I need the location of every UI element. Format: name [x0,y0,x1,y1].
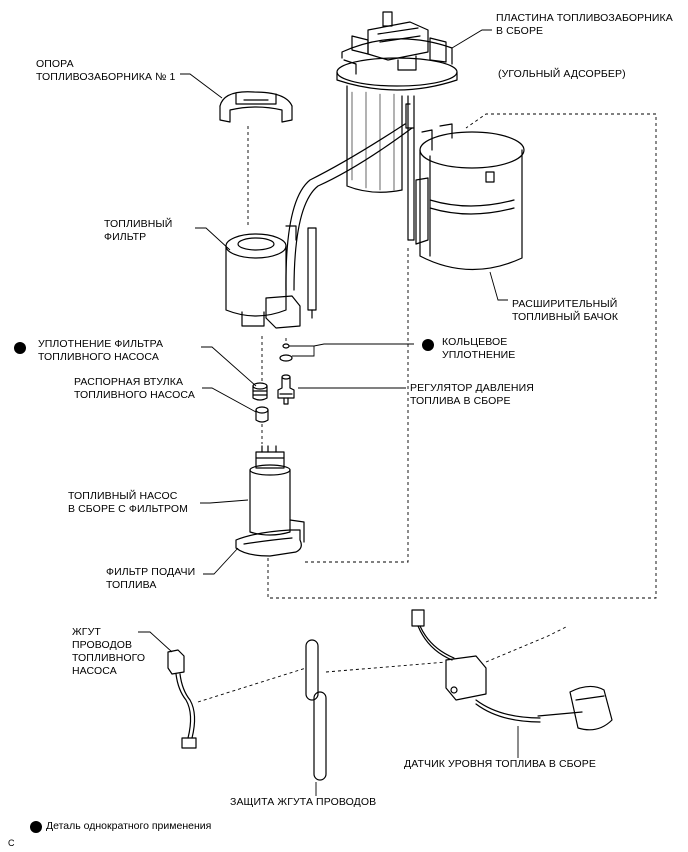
fuel-pump-support-no1 [219,91,293,123]
fuel-filter [225,225,317,329]
filter-seal-part [252,382,268,401]
label-pump-assembly: ТОПЛИВНЫЙ НАСОС В СБОРЕ С ФИЛЬТРОМ [68,490,189,515]
dashed-harness-line [197,667,307,703]
legend-text: Деталь однократного применения [46,820,212,832]
pump-spacer-part [255,406,269,423]
single-use-marker [422,339,434,351]
corner-mark: C [8,838,15,848]
dashed-harness-line-2 [325,661,447,673]
dashed-frame-line [267,113,657,599]
label-pump-plate: ПЛАСТИНА ТОПЛИВОЗАБОРНИКА В СБОРЕ [496,12,673,37]
fuel-sub-tank [415,123,525,271]
regulator-part [277,374,295,405]
label-support-no1: ОПОРА ТОПЛИВОЗАБОРНИКА № 1 [36,58,176,83]
level-sender-part [411,609,613,731]
o-ring-part [279,343,293,362]
label-fuel-filter: ТОПЛИВНЫЙ ФИЛЬТР [104,218,173,243]
label-o-ring: КОЛЬЦЕВОЕ УПЛОТНЕНИЕ [442,336,516,361]
suction-filter-part [235,519,305,557]
label-filter-seal: УПЛОТНЕНИЕ ФИЛЬТРА ТОПЛИВНОГО НАСОСА [38,338,164,363]
dashed-tank-line [302,248,409,563]
pump-plate-assembly [285,11,458,291]
dashed-sender-line [485,625,569,663]
label-suction-filter: ФИЛЬТР ПОДАЧИ ТОПЛИВА [106,566,196,591]
label-charcoal-canister: (УГОЛЬНЫЙ АДСОРБЕР) [498,68,626,80]
legend-marker [30,821,42,833]
wire-protector-part [305,639,327,781]
label-spacer: РАСПОРНАЯ ВТУЛКА ТОПЛИВНОГО НАСОСА [74,376,195,401]
label-sub-tank: РАСШИРИТЕЛЬНЫЙ ТОПЛИВНЫЙ БАЧОК [512,298,619,323]
label-wire-harness: ЖГУТ ПРОВОДОВ ТОПЛИВНОГО НАСОСА [72,626,146,677]
label-regulator: РЕГУЛЯТОР ДАВЛЕНИЯ ТОПЛИВА В СБОРЕ [410,382,534,407]
label-level-sender: ДАТЧИК УРОВНЯ ТОПЛИВА В СБОРЕ [404,758,597,770]
label-wire-protector: ЗАЩИТА ЖГУТА ПРОВОДОВ [230,796,377,808]
single-use-marker [14,342,26,354]
fuel-pump-part [249,445,291,536]
wire-harness-part [167,649,197,749]
